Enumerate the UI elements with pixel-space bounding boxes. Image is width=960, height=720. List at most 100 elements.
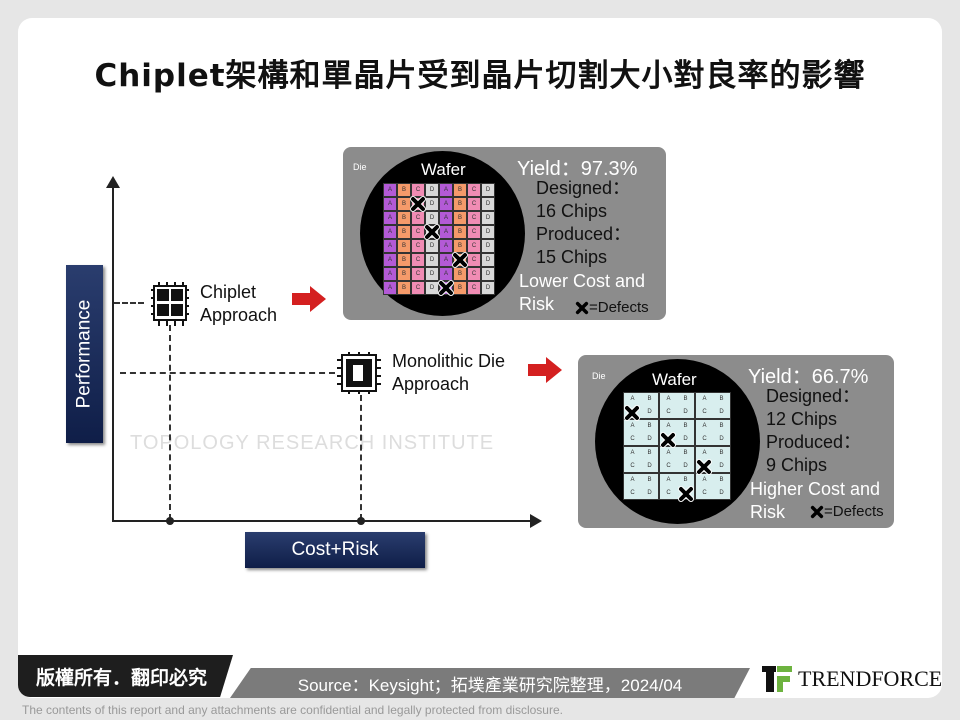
die-cell: C bbox=[411, 183, 425, 197]
die-cell: C bbox=[411, 267, 425, 281]
die-cell: D bbox=[425, 239, 439, 253]
die-cell: D bbox=[425, 267, 439, 281]
die-letter: D bbox=[647, 408, 652, 415]
die-cell: A bbox=[383, 281, 397, 295]
die-letter: D bbox=[647, 435, 652, 442]
die-cell: C bbox=[411, 253, 425, 267]
wafer-label: Wafer bbox=[652, 370, 697, 389]
defect-x-icon bbox=[575, 301, 589, 314]
die-letter: B bbox=[719, 450, 724, 457]
die-cell: A bbox=[439, 183, 453, 197]
y-axis-arrow bbox=[106, 176, 120, 188]
die-cell: A bbox=[383, 197, 397, 211]
defect-x-icon bbox=[696, 458, 712, 475]
die-letter: A bbox=[666, 396, 671, 403]
die-letter: A bbox=[702, 477, 707, 484]
die-letter: A bbox=[666, 450, 671, 457]
monolithic-perf-guide bbox=[120, 372, 335, 374]
die-letter: A bbox=[630, 450, 635, 457]
page-title: Chiplet架構和單晶片受到晶片切割大小對良率的影響 bbox=[94, 58, 866, 94]
die-cell: C bbox=[467, 197, 481, 211]
x-axis-arrow bbox=[530, 514, 542, 528]
die-cell: B bbox=[453, 183, 467, 197]
defect-x-icon bbox=[438, 280, 454, 296]
monolithic-defect-legend: =Defects bbox=[810, 503, 884, 520]
die-letter: B bbox=[647, 423, 652, 430]
die-letter: A bbox=[702, 396, 707, 403]
die-cell: D bbox=[481, 211, 495, 225]
die-cell: A bbox=[383, 239, 397, 253]
watermark: TOPOLOGY RESEARCH INSTITUTE bbox=[130, 432, 495, 454]
monolithic-cost-guide bbox=[360, 395, 362, 520]
chiplet-defect-legend: =Defects bbox=[575, 299, 649, 316]
die-cell: D bbox=[481, 183, 495, 197]
die-letter: C bbox=[702, 489, 707, 496]
die-cell: D bbox=[425, 197, 439, 211]
die-cell: B bbox=[397, 183, 411, 197]
die-cell: D bbox=[425, 183, 439, 197]
die-cell: B bbox=[453, 281, 467, 295]
wafer-label: Wafer bbox=[421, 160, 466, 179]
die-letter: D bbox=[719, 435, 724, 442]
die-letter: B bbox=[719, 477, 724, 484]
die-cell: C bbox=[411, 239, 425, 253]
die-letter: B bbox=[683, 423, 688, 430]
die-label: Die bbox=[353, 162, 367, 172]
die-cell: C bbox=[411, 211, 425, 225]
die-cell: C bbox=[467, 183, 481, 197]
y-axis bbox=[112, 180, 114, 522]
die-cell: A bbox=[439, 197, 453, 211]
die-cell: B bbox=[453, 239, 467, 253]
die-cell: A bbox=[439, 211, 453, 225]
die-cell: C bbox=[411, 225, 425, 239]
die-cell: D bbox=[425, 281, 439, 295]
die-letter: D bbox=[647, 489, 652, 496]
die-cell: B bbox=[453, 225, 467, 239]
die-cell: D bbox=[481, 225, 495, 239]
die-letter: C bbox=[666, 408, 671, 415]
die-cell: B bbox=[397, 197, 411, 211]
chiplet-cost-dot bbox=[166, 517, 174, 525]
chiplet-yield: Yield：97.3% bbox=[517, 158, 638, 180]
die-cell: B bbox=[397, 225, 411, 239]
chiplet-perf-guide bbox=[114, 302, 144, 304]
defect-x-icon bbox=[810, 505, 824, 518]
die-cell: D bbox=[481, 253, 495, 267]
die-letter: D bbox=[683, 462, 688, 469]
die-cell: D bbox=[481, 239, 495, 253]
die-cell: C bbox=[467, 211, 481, 225]
defect-x-icon bbox=[452, 252, 468, 268]
monolithic-arrow-icon bbox=[528, 357, 562, 383]
die-cell: B bbox=[397, 211, 411, 225]
die-cell: C bbox=[467, 281, 481, 295]
die-letter: B bbox=[647, 477, 652, 484]
die-cell: A bbox=[439, 225, 453, 239]
die-letter: A bbox=[702, 423, 707, 430]
die-cell: A bbox=[439, 267, 453, 281]
x-axis-label: Cost+Risk bbox=[245, 532, 425, 568]
die-letter: D bbox=[719, 489, 724, 496]
source-note: Source：Keysight；拓墣產業研究院整理，2024/04 bbox=[230, 668, 750, 698]
die-letter: C bbox=[666, 489, 671, 496]
die-cell: B bbox=[397, 267, 411, 281]
die-cell: A bbox=[383, 183, 397, 197]
die-cell: C bbox=[467, 225, 481, 239]
die-letter: A bbox=[666, 477, 671, 484]
die-letter: D bbox=[683, 435, 688, 442]
die-letter: C bbox=[702, 435, 707, 442]
die-letter: C bbox=[666, 462, 671, 469]
die-letter: B bbox=[647, 396, 652, 403]
die-letter: D bbox=[683, 408, 688, 415]
die-cell: B bbox=[453, 197, 467, 211]
monolithic-cost-dot bbox=[357, 517, 365, 525]
die-letter: B bbox=[683, 450, 688, 457]
die-letter: A bbox=[630, 396, 635, 403]
